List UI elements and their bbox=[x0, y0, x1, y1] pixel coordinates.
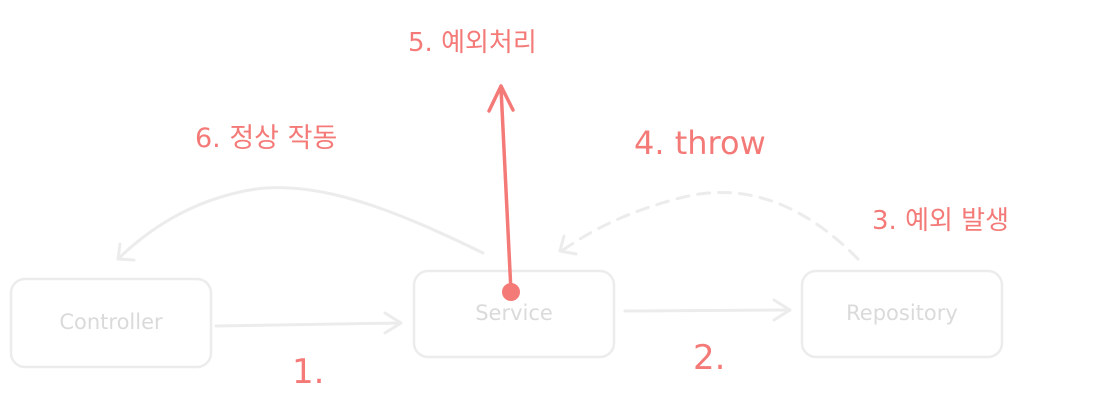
service-to-controller-curve-arrow bbox=[116, 186, 485, 262]
controller-box: Controller bbox=[9, 277, 213, 369]
step-6-label: 6. 정상 작동 bbox=[195, 123, 337, 154]
service-box: Service bbox=[412, 269, 616, 359]
repository-to-service-dashed-arrow bbox=[558, 191, 860, 261]
controller-to-service-arrow bbox=[214, 311, 403, 335]
step-5-label: 5. 예외처리 bbox=[408, 28, 537, 58]
repository-box: Repository bbox=[800, 269, 1004, 359]
controller-label: Controller bbox=[59, 310, 163, 334]
service-label: Service bbox=[475, 301, 553, 325]
step-2-label: 2. bbox=[693, 338, 725, 378]
repository-label: Repository bbox=[846, 301, 958, 325]
step-1-label: 1. bbox=[292, 352, 324, 392]
exception-handling-arrow bbox=[487, 84, 520, 301]
step-3-label: 3. 예외 발생 bbox=[872, 206, 1009, 236]
step-4-label: 4. throw bbox=[634, 124, 766, 162]
origin-dot bbox=[502, 283, 520, 301]
service-to-repository-arrow bbox=[623, 298, 792, 322]
